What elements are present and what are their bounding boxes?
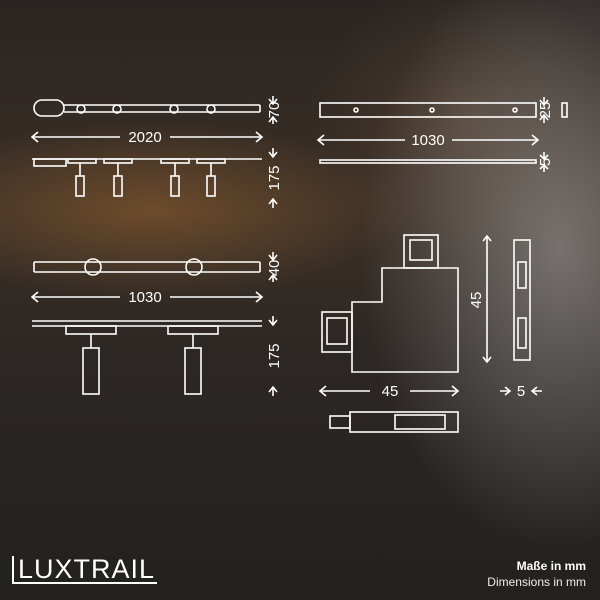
rail-height-label: 25 [537,102,554,119]
connector-width-label: 45 [382,383,399,400]
set1-length-label: 2020 [128,129,161,146]
set2-top-view [33,258,261,276]
units-english: Dimensions in mm [487,575,586,589]
set2-length-dimension: 1030 [30,289,264,306]
connector-side-view [513,239,531,361]
connector-width-dimension: 45 [318,383,460,400]
set2-height-label: 40 [266,260,283,277]
set1-top-view [33,99,261,117]
connector-bottom-view [329,411,459,433]
rail-side-view [319,159,537,164]
set2-side-height-label: 175 [266,343,283,368]
set1-height-label: 70 [266,102,283,119]
set1-side-view [32,158,262,197]
set2-side-view [32,320,262,395]
set1-length-dimension: 2020 [30,129,264,146]
rail-top-view [319,102,568,118]
set2-length-label: 1030 [128,289,161,306]
units-note: Maße in mm Dimensions in mm [487,558,586,590]
rail-length-label: 1030 [411,132,444,149]
units-german: Maße in mm [516,559,586,573]
set1-side-height-label: 175 [266,165,283,190]
rail-side-height-label: 5 [537,158,554,166]
rail-length-dimension: 1030 [316,132,540,149]
connector-depth-label: 5 [517,383,525,400]
luxtrail-logo: LUXTRAIL [12,556,158,584]
connector-top-view [321,234,459,373]
connector-height-label: 45 [468,292,485,309]
